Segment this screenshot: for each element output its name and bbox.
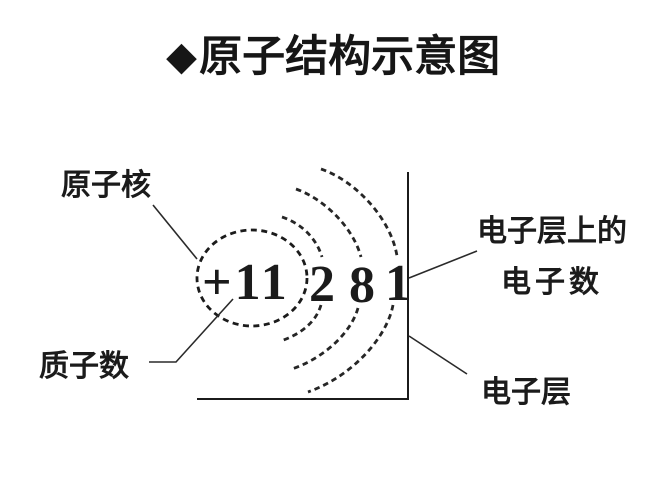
proton-label-line [149, 298, 234, 363]
shell2-arc-upper [295, 187, 363, 258]
electron-shell-label: 电子层 [481, 376, 571, 409]
shell3-arc-upper [320, 167, 399, 257]
nucleus-charge: +11 [202, 254, 290, 311]
shell1-arc-upper [281, 215, 324, 258]
page-title: ◆原子结构示意图 [0, 33, 667, 81]
shell3-arc-lower [307, 304, 395, 394]
shell-electron-count-label-line1: 电子层上的 [477, 215, 627, 248]
diagram-border [197, 172, 409, 400]
electron-count-label-line [408, 250, 478, 279]
nucleus-circle [195, 228, 309, 328]
shell1-arc-lower [280, 304, 323, 343]
proton-count-label: 质子数 [39, 350, 129, 383]
shell2-electron-count: 8 [349, 257, 375, 314]
diamond-bullet-icon: ◆ [166, 36, 197, 78]
shell-electron-count-label-line2: 电子数 [501, 266, 603, 299]
shell1-electron-count: 2 [309, 256, 335, 313]
nucleus-label: 原子核 [61, 169, 151, 202]
shell2-arc-lower [291, 307, 360, 371]
title-text: 原子结构示意图 [199, 33, 501, 81]
shell3-electron-count: 1 [385, 255, 411, 312]
shell-electron-count-label: 电子层上的 电子数 [464, 217, 640, 298]
nucleus-label-line [152, 204, 198, 260]
shell-label-line [408, 335, 468, 375]
